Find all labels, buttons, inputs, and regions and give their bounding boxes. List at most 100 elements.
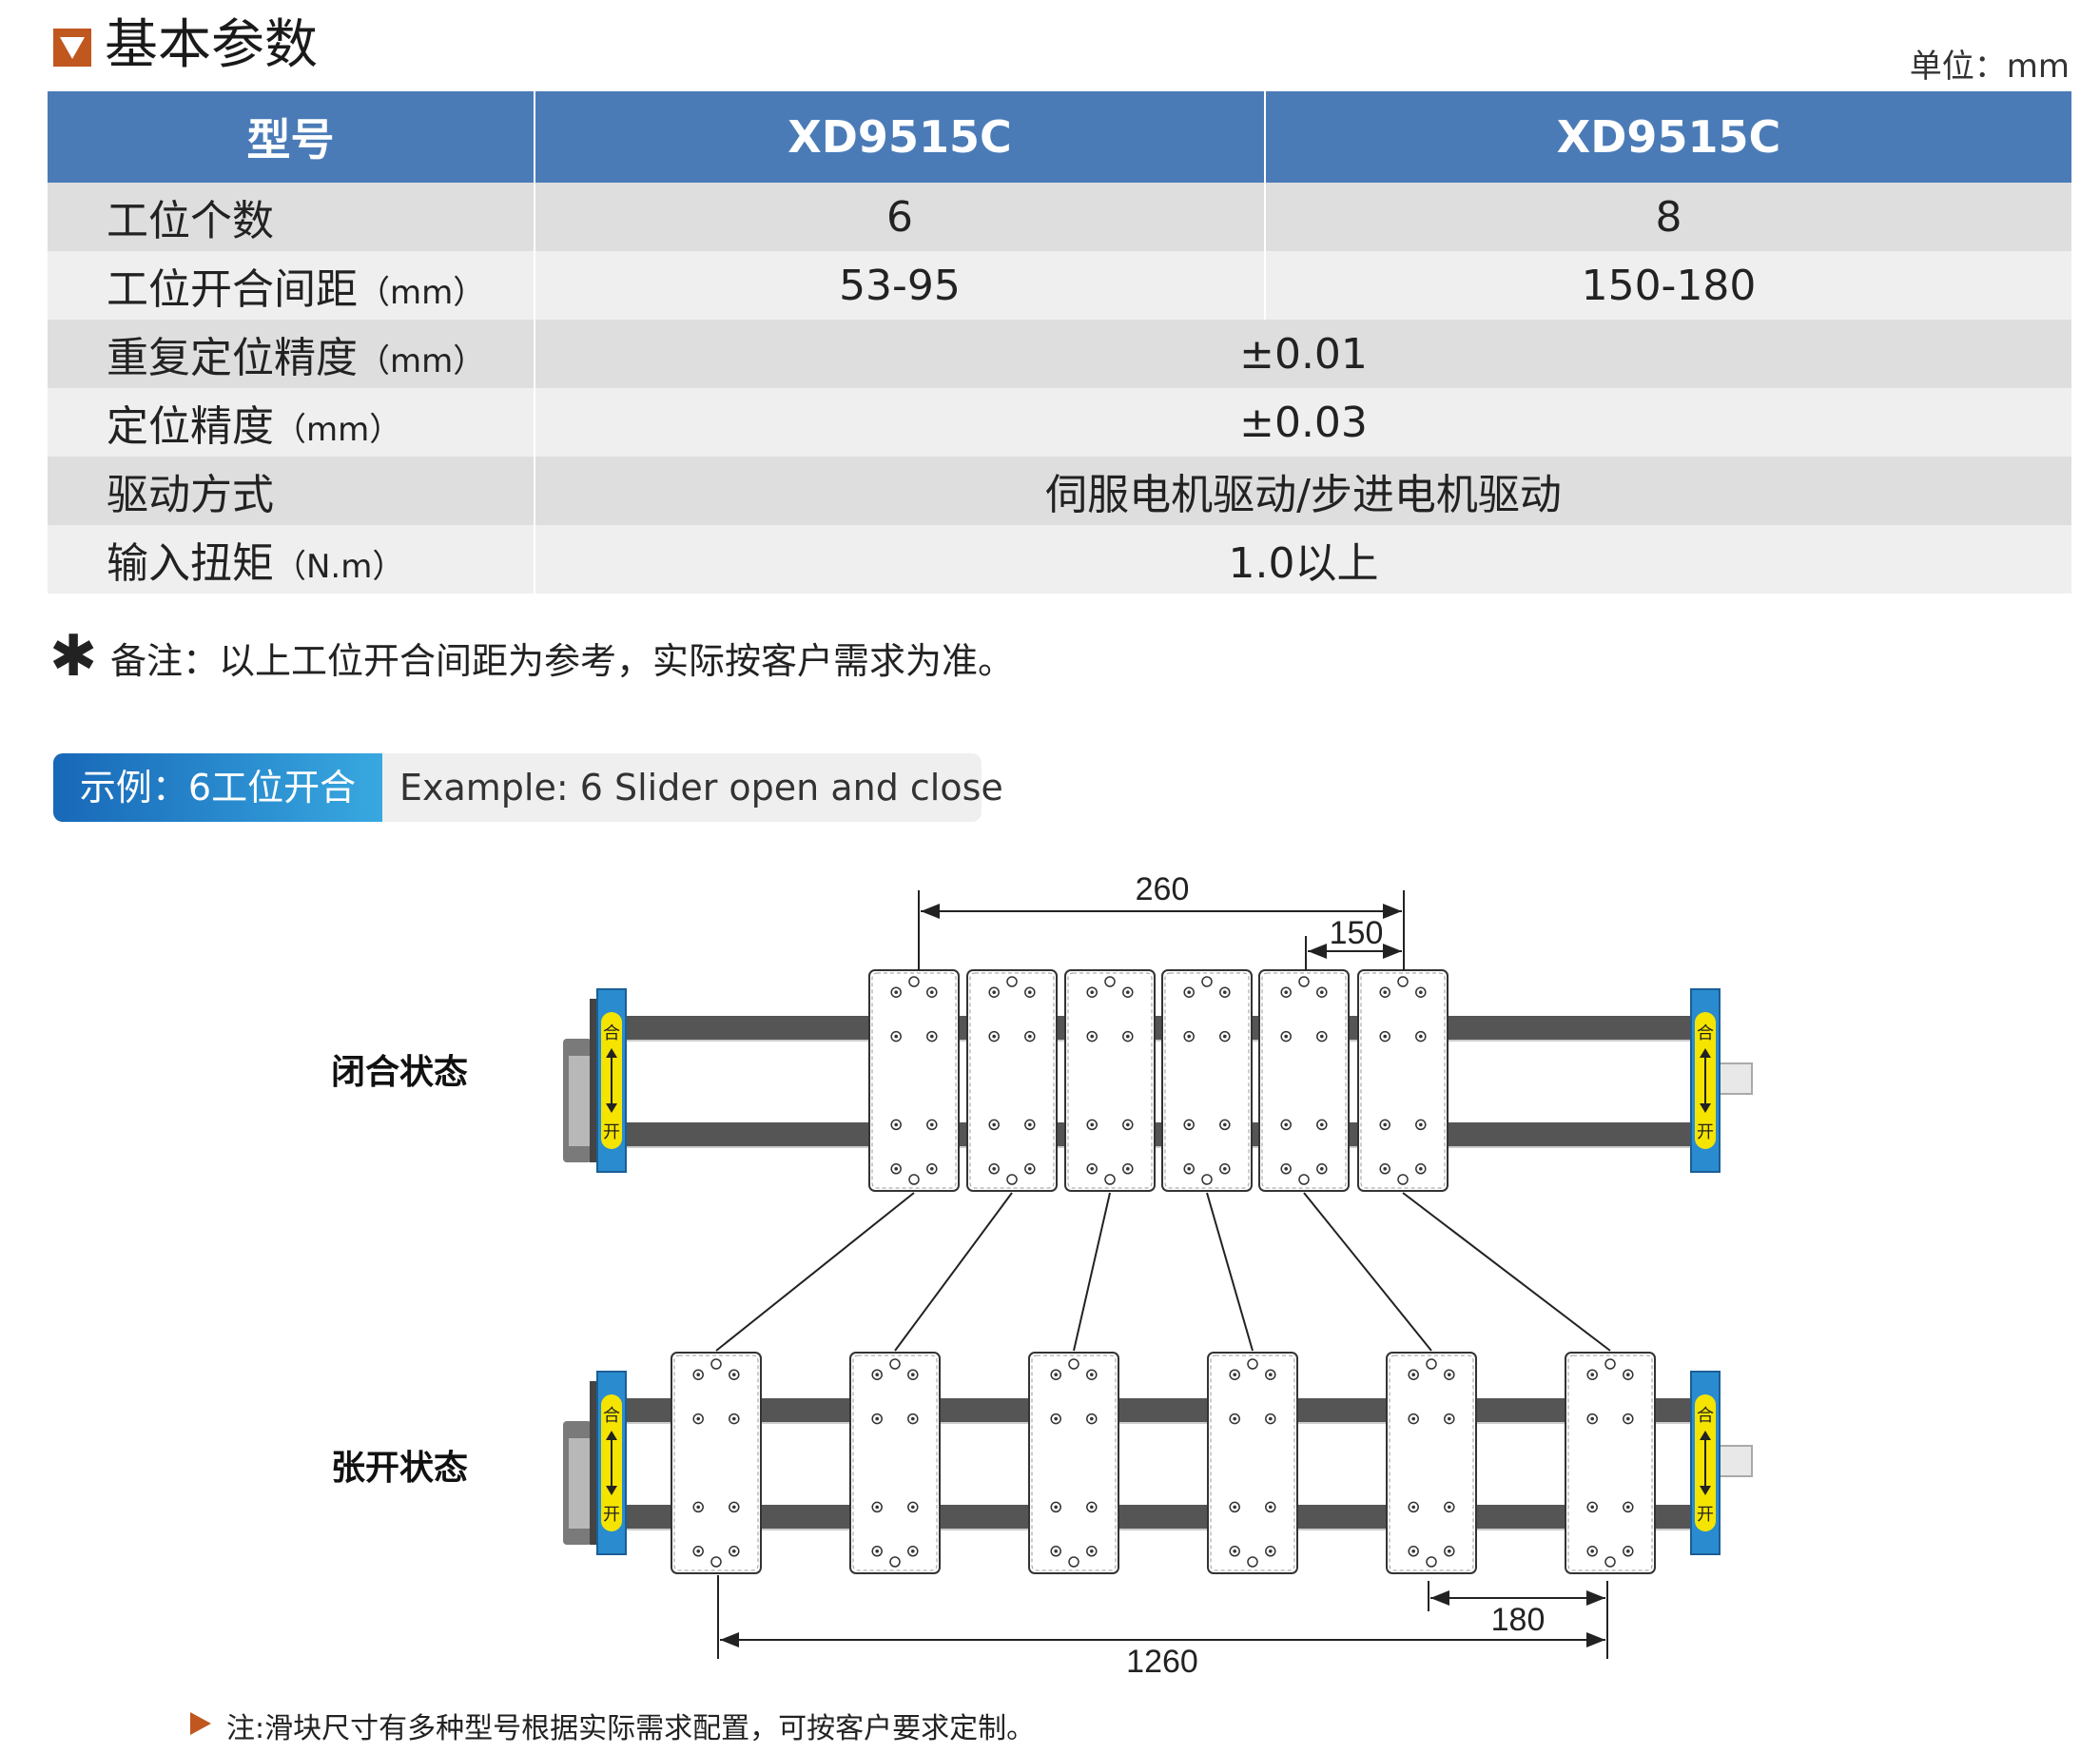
dim-label: 150: [1330, 915, 1384, 951]
hole-center: [930, 990, 934, 994]
hole-center: [1419, 1122, 1423, 1127]
slider-block: [1258, 969, 1350, 1192]
arrow-head-icon: [606, 1431, 617, 1440]
table-row: 工位个数 6 8: [48, 183, 2071, 251]
hole-center: [1187, 1167, 1191, 1171]
section-marker-icon: [53, 29, 91, 67]
hole-center: [1028, 1167, 1032, 1171]
arrow-head-icon: [606, 1048, 617, 1058]
bottom-hole: [1006, 1174, 1018, 1185]
slider-outline: [969, 972, 1055, 1189]
hole-center: [1090, 1167, 1094, 1171]
hole-center: [1419, 1167, 1423, 1171]
slider-outline: [1567, 1354, 1653, 1571]
end-label-close: 合: [603, 1023, 620, 1043]
header-model: 型号: [48, 91, 535, 183]
hole-center: [1054, 1549, 1058, 1553]
slider-outline: [1360, 972, 1446, 1189]
top-hole: [1604, 1358, 1616, 1370]
connector-lines: [715, 1192, 1611, 1352]
connector-line: [1402, 1192, 1611, 1352]
end-label-open: 开: [603, 1505, 620, 1524]
hole-center: [875, 1416, 879, 1421]
hole-center: [1233, 1416, 1236, 1421]
hole-center: [1383, 1167, 1387, 1171]
dim-label: 260: [1136, 871, 1190, 907]
hole-center: [1448, 1416, 1451, 1421]
hole-center: [1448, 1505, 1451, 1510]
top-hole: [1426, 1358, 1437, 1370]
top-hole: [1006, 976, 1018, 987]
guide-rail: [626, 1122, 1691, 1147]
bottom-hole: [1247, 1556, 1258, 1568]
hole-center: [1284, 1167, 1288, 1171]
bottom-hole: [1426, 1556, 1437, 1568]
connector-line: [894, 1192, 1013, 1352]
example-label-en: Example: 6 Slider open and close: [399, 767, 1003, 809]
hole-center: [732, 1416, 736, 1421]
slider-outline: [1210, 1354, 1295, 1571]
hole-center: [1187, 990, 1191, 994]
slider-block: [1386, 1352, 1477, 1574]
row-label: 重复定位精度（mm）: [48, 320, 535, 388]
slider-outline: [1389, 1354, 1474, 1571]
hole-center: [1320, 1034, 1324, 1039]
connector-line: [1073, 1192, 1111, 1352]
hole-center: [1411, 1505, 1415, 1510]
hole-center: [696, 1549, 700, 1553]
top-hole: [1397, 976, 1409, 987]
unit-label: 单位：mm: [1909, 48, 2070, 86]
bottom-hole: [1298, 1174, 1310, 1185]
hole-center: [992, 990, 996, 994]
hole-center: [1626, 1416, 1630, 1421]
hole-center: [1590, 1549, 1594, 1553]
bottom-hole: [1201, 1174, 1213, 1185]
hole-center: [1269, 1373, 1273, 1376]
hole-center: [1126, 1167, 1130, 1171]
hole-center: [875, 1549, 879, 1553]
hole-center: [911, 1416, 915, 1421]
hole-center: [696, 1505, 700, 1510]
end-label-open: 开: [1697, 1122, 1714, 1141]
hole-center: [1233, 1505, 1236, 1510]
bottom-hole: [889, 1556, 901, 1568]
cell-value: 1.0以上: [535, 525, 2071, 594]
hole-center: [1590, 1505, 1594, 1510]
hole-center: [1223, 1167, 1227, 1171]
hole-center: [1090, 990, 1094, 994]
slider-block: [1357, 969, 1449, 1192]
arrow-head-icon: [1700, 1431, 1711, 1440]
hole-center: [911, 1549, 915, 1553]
guide-rail: [626, 1505, 1691, 1530]
hole-center: [1411, 1416, 1415, 1421]
hole-center: [894, 1167, 898, 1171]
bottom-hole: [908, 1174, 920, 1185]
hole-center: [1090, 1373, 1094, 1376]
hole-center: [1126, 1034, 1130, 1039]
slider-outline: [852, 1354, 938, 1571]
hole-center: [1411, 1549, 1415, 1553]
bottom-note: 注:滑块尺寸有多种型号根据实际需求配置，可按客户要求定制。: [226, 1712, 1036, 1745]
hole-center: [1320, 990, 1324, 994]
slider-block: [1161, 969, 1253, 1192]
slider-outline: [673, 1354, 759, 1571]
hole-center: [1223, 1034, 1227, 1039]
hole-center: [1383, 1122, 1387, 1127]
cell-value: 伺服电机驱动/步进电机驱动: [535, 457, 2071, 525]
slider-outline: [1164, 972, 1250, 1189]
hole-center: [1419, 1034, 1423, 1039]
bottom-hole: [1104, 1174, 1116, 1185]
dimension-open-total: 1260: [717, 1575, 1605, 1680]
slider-block: [1207, 1352, 1298, 1574]
hole-center: [1126, 1122, 1130, 1127]
hole-center: [1126, 990, 1130, 994]
cell-value: 53-95: [535, 251, 1266, 320]
hole-center: [1269, 1549, 1273, 1553]
hole-center: [875, 1373, 879, 1376]
hole-center: [930, 1122, 934, 1127]
arrow-head-icon: [606, 1103, 617, 1113]
section-title: 基本参数: [105, 14, 318, 76]
hole-center: [1383, 1034, 1387, 1039]
hole-center: [875, 1505, 879, 1510]
